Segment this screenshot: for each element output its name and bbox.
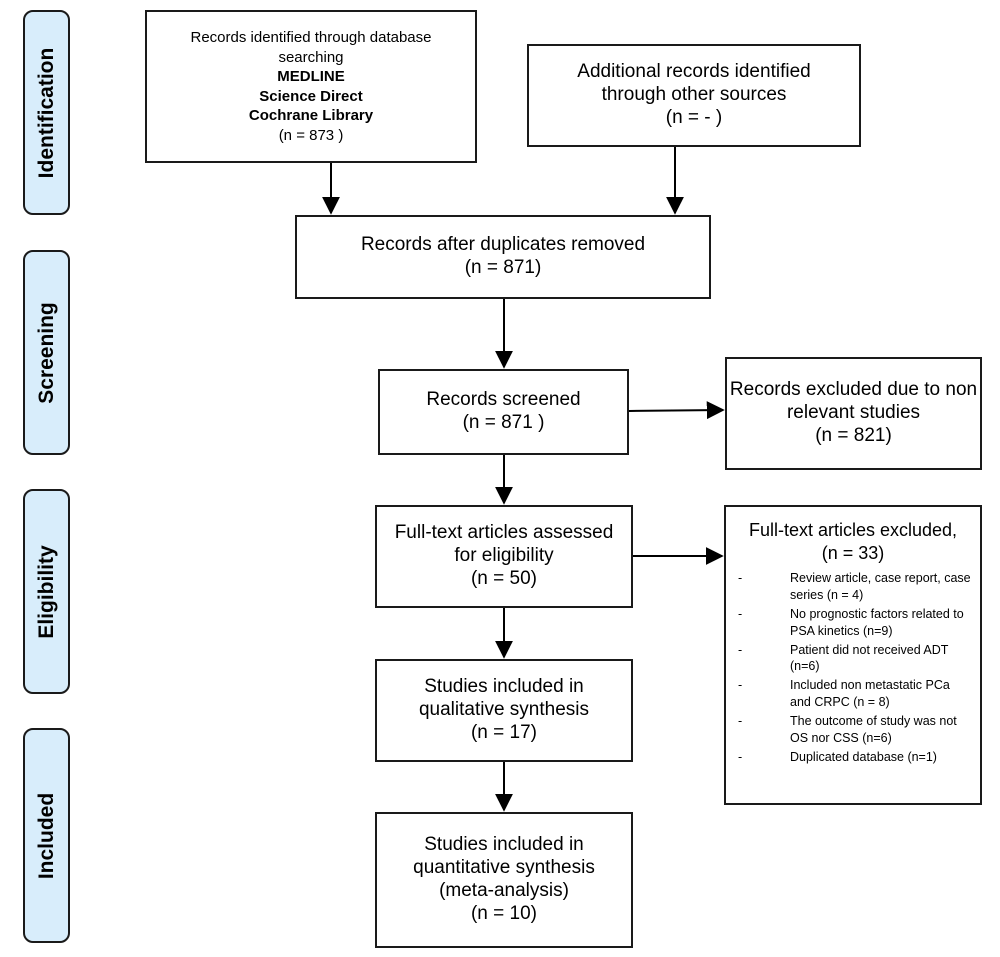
record-count: (n = 17) bbox=[470, 721, 537, 743]
quantitative-synthesis-box: Studies included in quantitative synthes… bbox=[375, 812, 633, 948]
database-name: Cochrane Library bbox=[248, 107, 374, 124]
box-text: relevant studies bbox=[786, 402, 921, 424]
database-name: MEDLINE bbox=[277, 68, 345, 85]
records-excluded-box: Records excluded due to non relevant stu… bbox=[725, 357, 982, 470]
box-text: Additional records identified bbox=[577, 61, 811, 83]
other-sources-box: Additional records identified through ot… bbox=[527, 44, 861, 147]
box-text: searching bbox=[278, 48, 344, 66]
phase-identification: Identification bbox=[23, 10, 70, 215]
exclusion-reason: -Included non metastatic PCa and CRPC (n… bbox=[738, 678, 950, 710]
phase-included: Included bbox=[23, 728, 70, 943]
exclusion-reason: -Patient did not received ADT (n=6) bbox=[738, 642, 949, 674]
phase-screening: Screening bbox=[23, 250, 70, 455]
fulltext-assessed-box: Full-text articles assessed for eligibil… bbox=[375, 505, 633, 608]
box-text: Records identified through database bbox=[190, 29, 432, 46]
record-count: (n = 871 ) bbox=[462, 412, 545, 433]
qualitative-synthesis-box: Studies included in qualitative synthesi… bbox=[375, 659, 633, 762]
record-count: (n = 10) bbox=[470, 902, 537, 924]
after-duplicates-box: Records after duplicates removed (n = 87… bbox=[295, 215, 711, 299]
box-text: through other sources bbox=[601, 84, 787, 106]
fulltext-excluded-box: Full-text articles excluded, (n = 33) -R… bbox=[724, 505, 982, 805]
exclusion-reasons-list: -Review article, case report, case serie… bbox=[726, 570, 980, 766]
arrow-screened-to-excluded bbox=[628, 401, 725, 420]
box-text: (meta-analysis) bbox=[439, 880, 569, 901]
record-count: (n = - ) bbox=[665, 106, 723, 128]
exclusion-reason: -Duplicated database (n=1) bbox=[738, 749, 937, 764]
exclusion-reason: -The outcome of study was not OS nor CSS… bbox=[738, 714, 957, 745]
box-text: for eligibility bbox=[454, 545, 554, 567]
box-text: Records after duplicates removed bbox=[360, 234, 646, 256]
records-screened-box: Records screened (n = 871 ) bbox=[378, 369, 629, 455]
record-count: (n = 33) bbox=[821, 542, 885, 563]
box-text: Full-text articles excluded, bbox=[748, 520, 958, 540]
box-text: quantitative synthesis bbox=[413, 857, 595, 879]
box-text: Full-text articles assessed bbox=[394, 522, 614, 544]
record-count: (n = 871) bbox=[464, 257, 542, 278]
phase-eligibility: Eligibility bbox=[23, 489, 70, 694]
excluded-header: Full-text articles excluded, (n = 33) bbox=[726, 519, 980, 564]
database-search-box: Records identified through database sear… bbox=[145, 10, 477, 163]
exclusion-reason: -Review article, case report, case serie… bbox=[738, 571, 971, 602]
record-count: (n = 873 ) bbox=[278, 126, 344, 144]
exclusion-reason: -No prognostic factors related to PSA ki… bbox=[738, 606, 964, 638]
record-count: (n = 50) bbox=[470, 567, 537, 589]
database-name: Science Direct bbox=[259, 87, 363, 105]
box-text: Studies included in bbox=[424, 834, 584, 856]
box-text: qualitative synthesis bbox=[418, 699, 590, 721]
box-text: Studies included in bbox=[424, 676, 584, 698]
box-text: Records excluded due to non bbox=[729, 379, 978, 401]
box-text: Records screened bbox=[426, 389, 581, 411]
record-count: (n = 821) bbox=[815, 424, 892, 446]
